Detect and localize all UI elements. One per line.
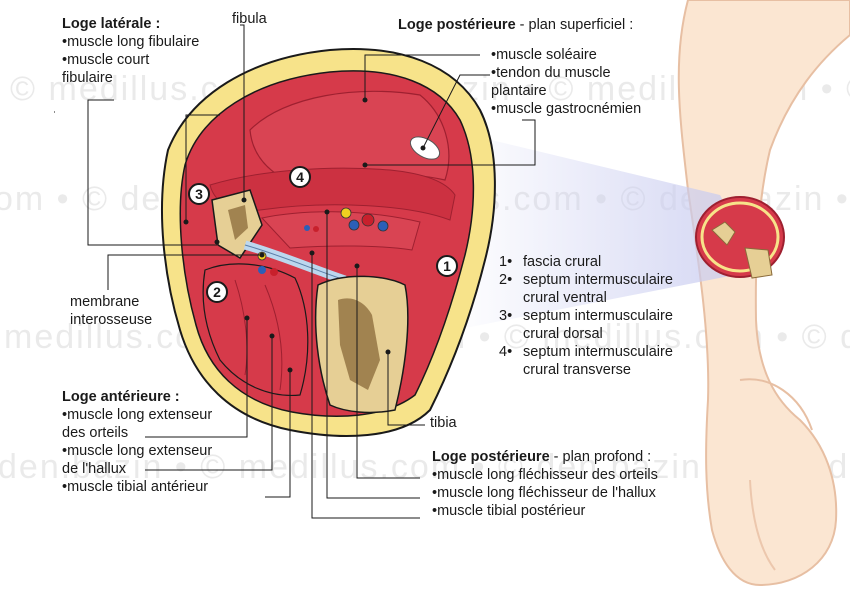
legend-number: 2• <box>499 272 513 288</box>
leg-silhouette <box>677 0 850 587</box>
tibia-marrow <box>338 298 380 390</box>
legend-text: crural ventral <box>523 290 607 306</box>
anterior-item: •muscle tibial antérieur <box>62 479 209 495</box>
vein <box>377 220 389 232</box>
legend-text: fascia crural <box>523 254 602 270</box>
membrane-label-line: membrane <box>70 294 140 310</box>
ankle-contour <box>739 378 813 431</box>
marker-1: 1 <box>436 255 458 277</box>
membrane-label-line: interosseuse <box>70 312 153 328</box>
marker-3: 3 <box>188 183 210 205</box>
legend-row: 1• fascia crural <box>499 253 673 271</box>
posterior-superficial-item: •muscle soléaire <box>491 47 597 63</box>
posterior-superficial-item: plantaire <box>491 83 547 99</box>
projection-beam <box>450 130 760 330</box>
vein <box>348 219 360 231</box>
posterior-deep-subtitle: - plan profond : <box>549 449 652 465</box>
anterior-compartment-title: Loge antérieure : <box>62 389 180 405</box>
cross-section <box>161 48 496 437</box>
tibia-label: tibia <box>430 415 457 431</box>
legend-text: septum intermusculaire <box>523 308 673 324</box>
posterior-deep-item: •muscle tibial postérieur <box>432 503 586 519</box>
posterior-deep-title: Loge postérieure <box>432 449 550 465</box>
anterior-compartment-labels: Loge antérieure : •muscle long extenseur… <box>62 388 212 496</box>
anterior-item: des orteils <box>62 425 129 441</box>
legend-text: septum intermusculaire <box>523 272 673 288</box>
posterior-superficial-item: •muscle gastrocnémien <box>491 101 642 117</box>
legend-row: 4• septum intermusculaire crural transve… <box>499 343 673 379</box>
legend-row: 3• septum intermusculaire crural dorsal <box>499 307 673 343</box>
anterior-item: •muscle long extenseur <box>62 407 213 423</box>
artery <box>313 226 319 232</box>
nerve <box>340 207 352 219</box>
fibula-label: fibula <box>232 11 267 27</box>
posterior-deep-item: •muscle long fléchisseur de l'hallux <box>432 485 656 501</box>
artery <box>270 268 278 276</box>
lateral-compartment-labels: Loge latérale : •muscle long fibulaire •… <box>62 15 199 87</box>
lateral-item: •muscle long fibulaire <box>62 34 200 50</box>
leader-lines <box>54 24 536 519</box>
lateral-item: •muscle court <box>62 52 150 68</box>
legend-row: 2• septum intermusculaire crural ventral <box>499 271 673 307</box>
lateral-compartment-title: Loge latérale : <box>62 16 161 32</box>
interosseous-membrane-edge <box>244 244 346 281</box>
posterior-superficial-item: •tendon du muscle <box>491 65 611 81</box>
anterior-item: •muscle long extenseur <box>62 443 213 459</box>
vein <box>304 225 310 231</box>
posterior-superficial-items: •muscle soléaire •tendon du muscle plant… <box>491 46 641 118</box>
anterior-septum-line <box>264 284 283 391</box>
septum-legend: 1• fascia crural 2• septum intermusculai… <box>499 253 673 379</box>
anterior-septum-line <box>234 279 248 376</box>
heel-contour <box>749 479 776 571</box>
legend-text: septum intermusculaire <box>523 344 673 360</box>
posterior-deep-labels: Loge postérieure - plan profond : •muscl… <box>432 448 658 520</box>
posterior-superficial-subtitle: - plan superficiel : <box>515 17 634 33</box>
lateral-item: fibulaire <box>62 70 113 86</box>
marker-2: 2 <box>206 281 228 303</box>
leg-figure <box>677 0 850 587</box>
membrane-label: membrane interosseuse <box>70 293 152 329</box>
posterior-deep-item: •muscle long fléchisseur des orteils <box>432 467 658 483</box>
vein <box>258 266 266 274</box>
legend-text: crural dorsal <box>523 326 603 342</box>
legend-number: 1• <box>499 254 513 270</box>
legend-number: 3• <box>499 308 513 324</box>
anterior-item: de l'hallux <box>62 461 127 477</box>
leg-cut-section <box>695 196 785 279</box>
legend-text: crural transverse <box>523 362 631 378</box>
posterior-superficial-labels: Loge postérieure - plan superficiel : <box>398 16 633 34</box>
posterior-superficial-title: Loge postérieure <box>398 17 516 33</box>
artery <box>361 213 375 227</box>
fibula-marrow <box>228 205 248 240</box>
legend-number: 4• <box>499 344 513 360</box>
marker-4: 4 <box>289 166 311 188</box>
